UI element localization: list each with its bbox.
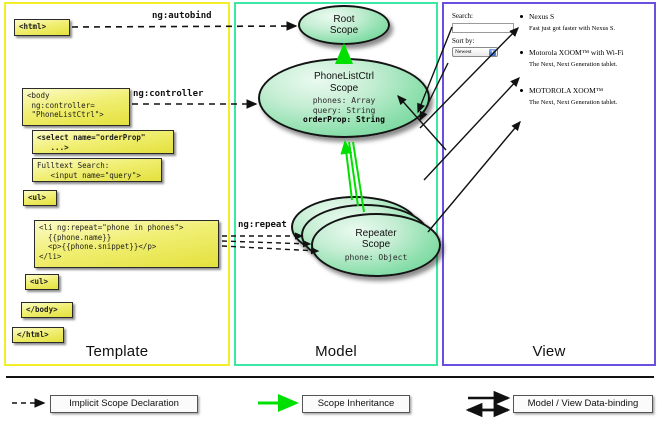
- legend-divider: [6, 376, 654, 378]
- phone-title[interactable]: Motorola XOOM™ with Wi-Fi: [529, 48, 624, 57]
- search-input[interactable]: [452, 23, 514, 33]
- scope-phonelistctrl: PhoneListCtrl Scope phones: Array query:…: [258, 58, 430, 138]
- scope-root: Root Scope: [298, 5, 390, 45]
- sort-by-selected-value: Newest: [455, 49, 472, 55]
- label-ng-autobind: ng:autobind: [152, 11, 212, 21]
- bullet-icon: [520, 15, 523, 18]
- sort-by-label: Sort by:: [452, 37, 475, 45]
- scope-phonelistctrl-props-bold: orderProp: String: [303, 115, 385, 125]
- bullet-icon: [520, 89, 523, 92]
- code-box-body-close: </body>: [21, 302, 73, 318]
- code-box-li-repeat: <li ng:repeat="phone in phones"> {{phone…: [34, 220, 219, 268]
- search-label: Search:: [452, 12, 473, 20]
- code-box-select: <select name="orderProp" ...>: [32, 130, 174, 154]
- code-box-html-open: <html>: [14, 19, 70, 36]
- chevron-down-icon: ▾: [489, 49, 496, 56]
- code-box-html-close: </html>: [12, 327, 64, 343]
- panel-model-title: Model: [315, 343, 357, 360]
- scope-root-title: Root Scope: [329, 13, 359, 37]
- sort-by-select[interactable]: Newest ▾: [452, 47, 498, 57]
- scope-repeater-props: phone: Object: [344, 252, 408, 262]
- code-box-body-open: <body ng:controller= "PhoneListCtrl">: [22, 88, 130, 126]
- phone-snippet: Fast just got faster with Nexus S.: [529, 25, 616, 32]
- phone-snippet: The Next, Next Generation tablet.: [529, 99, 618, 106]
- scope-phonelistctrl-title: PhoneListCtrl Scope: [313, 71, 375, 94]
- panel-model: Model: [234, 2, 438, 366]
- phone-title[interactable]: Nexus S: [529, 12, 555, 21]
- code-box-ul-open: <ul>: [23, 190, 57, 206]
- phone-snippet: The Next, Next Generation tablet.: [529, 61, 618, 68]
- label-ng-controller: ng:controller: [133, 89, 204, 99]
- legend-implicit-scope: Implicit Scope Declaration: [50, 395, 198, 413]
- legend-data-binding: Model / View Data-binding: [513, 395, 653, 413]
- label-ng-repeat: ng:repeat: [238, 220, 287, 230]
- bullet-icon: [520, 51, 523, 54]
- scope-phonelistctrl-props-plain: phones: Array query: String: [312, 96, 376, 115]
- view-browser-content: Search: Sort by: Newest ▾ Nexus S Fast j…: [452, 12, 648, 136]
- panel-template-title: Template: [85, 343, 149, 360]
- code-box-fulltext-search: Fulltext Search: <input name="query">: [32, 158, 162, 182]
- scope-repeater-title: Repeater Scope: [355, 227, 397, 251]
- legend-scope-inheritance: Scope Inheritance: [302, 395, 410, 413]
- scope-repeater: Repeater Scope phone: Object: [311, 213, 441, 277]
- code-box-ul-close: <ul>: [25, 274, 59, 290]
- phone-title[interactable]: MOTOROLA XOOM™: [529, 86, 604, 95]
- panel-view-title: View: [532, 343, 566, 360]
